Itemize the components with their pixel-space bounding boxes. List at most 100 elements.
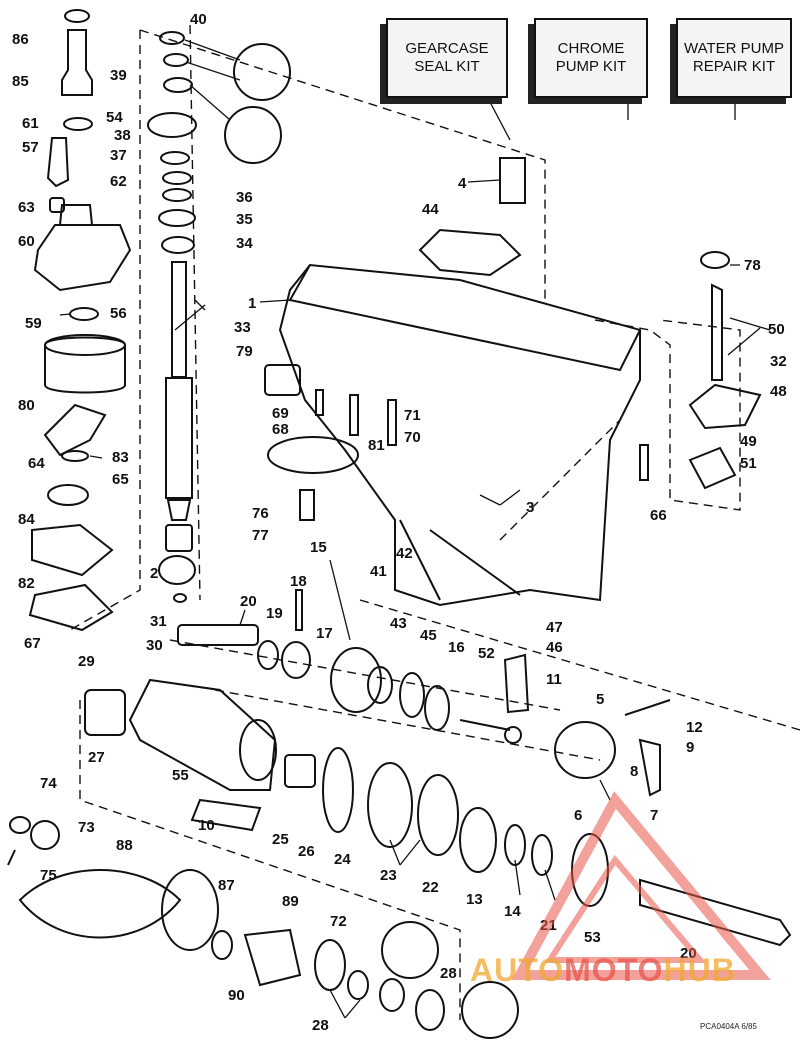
callout-label: 90 xyxy=(228,987,245,1004)
callout-label: 81 xyxy=(368,437,385,454)
callout-numbers: 86 85 61 57 63 60 62 59 56 80 83 64 65 8… xyxy=(12,11,787,1034)
callout-label: 41 xyxy=(370,563,387,580)
callout-label: 72 xyxy=(330,913,347,930)
callout-label: 79 xyxy=(236,343,253,360)
callout-label: 51 xyxy=(740,455,757,472)
callout-label: 39 xyxy=(110,67,127,84)
callout-label: 24 xyxy=(334,851,351,868)
callout-label: 29 xyxy=(78,653,95,670)
watermark-triangle-icon xyxy=(511,791,771,980)
callout-label: 13 xyxy=(466,891,483,908)
callout-label: 1 xyxy=(248,295,256,312)
callout-label: 89 xyxy=(282,893,299,910)
callout-label: 56 xyxy=(110,305,127,322)
drawing-code: PCA0404A 6/85 xyxy=(700,1022,757,1031)
callout-label: 9 xyxy=(686,739,694,756)
callout-label: 67 xyxy=(24,635,41,652)
callout-label: 8 xyxy=(630,763,638,780)
callout-label: 30 xyxy=(146,637,163,654)
kit-label-line: PUMP KIT xyxy=(555,58,627,75)
assembly-outlines xyxy=(69,24,800,1020)
seal-detail-insets xyxy=(184,39,519,1039)
shift-rod-group xyxy=(639,251,762,490)
callout-label: 60 xyxy=(18,233,35,250)
watermark-logo: AUTOMOTOHUB xyxy=(470,952,736,989)
callout-label: 19 xyxy=(266,605,283,622)
callout-label: 44 xyxy=(422,201,439,218)
callout-label: 66 xyxy=(650,507,667,524)
callout-label: 3 xyxy=(526,499,534,516)
callout-label: 17 xyxy=(316,625,333,642)
kit-box-water-pump-repair: WATER PUMP REPAIR KIT xyxy=(676,18,792,98)
callout-label: 88 xyxy=(116,837,133,854)
callout-label: 53 xyxy=(584,929,601,946)
callout-label: 10 xyxy=(198,817,215,834)
callout-label: 38 xyxy=(114,127,131,144)
callout-label: 36 xyxy=(236,189,253,206)
callout-label: 76 xyxy=(252,505,269,522)
callout-label: 84 xyxy=(18,511,35,528)
callout-label: 69 xyxy=(272,405,289,422)
callout-label: 70 xyxy=(404,429,421,446)
callout-label: 45 xyxy=(420,627,437,644)
callout-label: 35 xyxy=(236,211,253,228)
callout-label: 22 xyxy=(422,879,439,896)
callout-label: 74 xyxy=(40,775,57,792)
kit-label-line: REPAIR KIT xyxy=(692,58,776,75)
callout-label: 25 xyxy=(272,831,289,848)
lower-bearing-group xyxy=(7,678,792,1031)
mid-components xyxy=(177,364,671,797)
callout-label: 15 xyxy=(310,539,327,556)
callout-label: 37 xyxy=(110,147,127,164)
kit-label-line: GEARCASE xyxy=(405,40,489,57)
callout-label: 42 xyxy=(396,545,413,562)
callout-label: 64 xyxy=(28,455,45,472)
callout-label: 52 xyxy=(478,645,495,662)
callout-label: 20 xyxy=(240,593,257,610)
callout-label: 27 xyxy=(88,749,105,766)
callout-label: 86 xyxy=(12,31,29,48)
leader-lines xyxy=(59,101,771,1019)
callout-label: 48 xyxy=(770,383,787,400)
callout-label: 82 xyxy=(18,575,35,592)
driveshaft-group xyxy=(147,31,197,603)
callout-label: 4 xyxy=(458,175,467,192)
watermark-part-2: MOTO xyxy=(564,952,664,988)
callout-label: 34 xyxy=(236,235,253,252)
callout-label: 31 xyxy=(150,613,167,630)
callout-label: 63 xyxy=(18,199,35,216)
callout-label: 85 xyxy=(12,73,29,90)
callout-label: 54 xyxy=(106,109,123,126)
callout-label: 14 xyxy=(504,903,521,920)
callout-label: 75 xyxy=(40,867,57,884)
callout-label: 12 xyxy=(686,719,703,736)
water-pump-group xyxy=(28,9,132,632)
callout-label: 59 xyxy=(25,315,42,332)
callout-label: 77 xyxy=(252,527,269,544)
watermark-part-1: AUTO xyxy=(470,952,565,988)
callout-label: 26 xyxy=(298,843,315,860)
callout-label: 78 xyxy=(744,257,761,274)
callout-label: 16 xyxy=(448,639,465,656)
kit-label-line: SEAL KIT xyxy=(414,58,480,75)
callout-label: 62 xyxy=(110,173,127,190)
callout-label: 57 xyxy=(22,139,39,156)
callout-label: 61 xyxy=(22,115,39,132)
callout-label: 71 xyxy=(404,407,421,424)
callout-label: 55 xyxy=(172,767,189,784)
callout-label: 18 xyxy=(290,573,307,590)
callout-label: 6 xyxy=(574,807,582,824)
callout-label: 2 xyxy=(150,565,158,582)
callout-label: 5 xyxy=(596,691,604,708)
callout-label: 50 xyxy=(768,321,785,338)
kit-label-line: CHROME xyxy=(557,40,625,57)
callout-label: 49 xyxy=(740,433,757,450)
callout-label: 68 xyxy=(272,421,289,438)
callout-label: 80 xyxy=(18,397,35,414)
callout-label: 11 xyxy=(546,671,562,688)
callout-label: 83 xyxy=(112,449,129,466)
gearcase-housing xyxy=(278,157,641,607)
callout-label: 73 xyxy=(78,819,95,836)
callout-label: 28 xyxy=(312,1017,329,1034)
callout-label: 87 xyxy=(218,877,235,894)
